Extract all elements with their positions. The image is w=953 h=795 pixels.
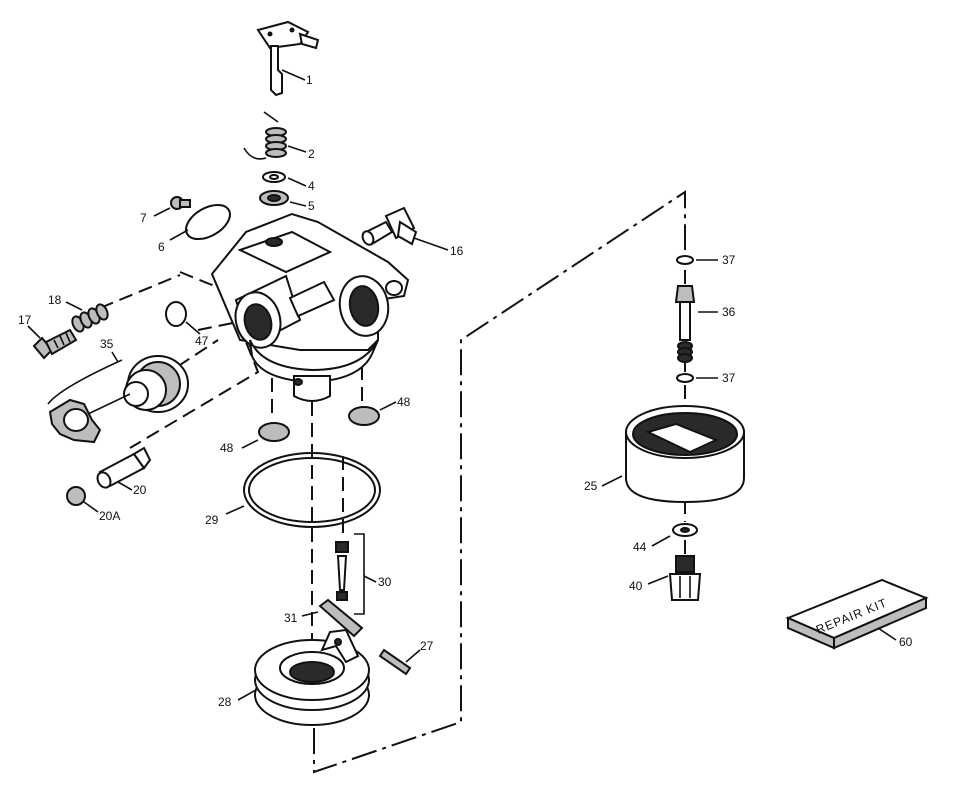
callout-40: 40 xyxy=(629,579,643,593)
callout-18: 18 xyxy=(48,293,62,307)
oring-bottom-part xyxy=(676,373,694,383)
callout-37-top: 37 xyxy=(722,253,736,267)
primer-plug-part xyxy=(66,486,86,506)
callout-7: 7 xyxy=(140,211,147,225)
primer-bulb-part xyxy=(47,355,189,444)
callout-20a: 20A xyxy=(99,509,120,523)
carburetor-body-part xyxy=(210,212,410,402)
callout-35: 35 xyxy=(100,337,114,351)
guide-line-spring xyxy=(99,274,181,309)
assembly-guide-lines xyxy=(99,270,686,660)
callout-20: 20 xyxy=(133,483,147,497)
oring-top-part xyxy=(676,255,694,265)
oring-part-47 xyxy=(165,301,187,327)
callout-29: 29 xyxy=(205,513,219,527)
callout-60: 60 xyxy=(899,635,913,649)
welch-plug-left-part xyxy=(258,422,290,442)
callout-4: 4 xyxy=(308,179,315,193)
throttle-spring-part xyxy=(243,111,287,160)
seal-part-5 xyxy=(259,190,289,206)
fuel-elbow-fitting-part xyxy=(361,206,418,246)
float-pin-part xyxy=(378,648,412,676)
inlet-needle-part xyxy=(335,533,365,615)
callout-16: 16 xyxy=(450,244,464,258)
idle-spring-part xyxy=(71,303,109,333)
float-bowl-part xyxy=(625,405,745,504)
float-part xyxy=(254,628,370,726)
primer-plunger-part xyxy=(96,446,152,489)
callout-1: 1 xyxy=(306,73,313,87)
callout-48-left: 48 xyxy=(220,441,234,455)
bowl-gasket-part xyxy=(243,452,381,528)
callout-17: 17 xyxy=(18,313,32,327)
callout-5: 5 xyxy=(308,199,315,213)
callout-47: 47 xyxy=(195,334,209,348)
washer-part-4 xyxy=(262,171,286,183)
guide-line-primer xyxy=(129,320,260,449)
callout-36: 36 xyxy=(722,305,736,319)
callout-27: 27 xyxy=(420,639,434,653)
callout-30: 30 xyxy=(378,575,392,589)
callout-2: 2 xyxy=(308,147,315,161)
bowl-group-outline xyxy=(313,190,686,774)
callout-44: 44 xyxy=(633,540,647,554)
callout-25: 25 xyxy=(584,479,598,493)
callout-28: 28 xyxy=(218,695,232,709)
main-nozzle-part xyxy=(674,285,696,363)
throttle-plate-part xyxy=(185,203,231,241)
float-hinge-clip-part xyxy=(318,598,364,638)
callout-48-right: 48 xyxy=(397,395,411,409)
throttle-plate-screw-part xyxy=(170,196,191,210)
callout-6: 6 xyxy=(158,240,165,254)
idle-screw-part xyxy=(32,328,78,360)
callout-37-bottom: 37 xyxy=(722,371,736,385)
repair-kit-part: REPAIR KIT xyxy=(785,578,929,650)
throttle-shaft-part xyxy=(256,20,320,97)
callout-31: 31 xyxy=(284,611,298,625)
welch-plug-right-part xyxy=(348,406,380,426)
bowl-nut-part xyxy=(668,555,702,601)
bowl-washer-part xyxy=(672,523,698,537)
